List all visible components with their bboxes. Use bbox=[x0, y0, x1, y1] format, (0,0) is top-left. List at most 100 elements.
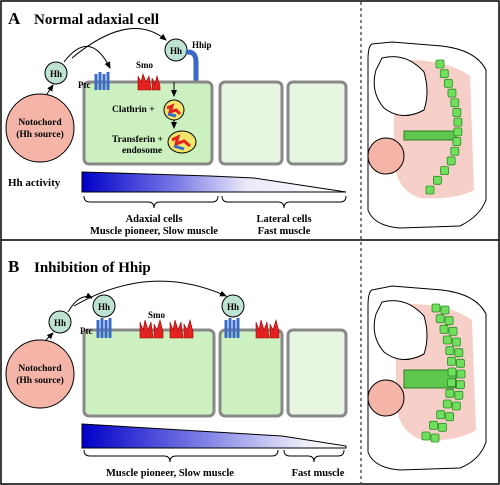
slow-muscle-bead bbox=[453, 127, 463, 137]
hh-ligand-b2-label: Hh bbox=[98, 302, 110, 312]
ptc-receptor-b2 bbox=[224, 318, 240, 338]
brace-adaxial-a bbox=[83, 195, 219, 209]
endosome-hhip bbox=[173, 144, 185, 151]
slow-muscle-beads-a bbox=[425, 59, 463, 195]
slow-muscle-bead bbox=[442, 399, 452, 409]
notochord-b bbox=[5, 339, 75, 409]
slow-muscle-bead bbox=[425, 185, 435, 195]
smo-b1 bbox=[139, 318, 164, 339]
slow-muscle-bead bbox=[435, 314, 445, 324]
notochord-section-a bbox=[367, 137, 405, 175]
slow-muscle-beads-b bbox=[421, 303, 466, 443]
slow-muscle-bead bbox=[430, 433, 440, 443]
slow-muscle-bead bbox=[435, 59, 445, 69]
panel-b-letter: B bbox=[8, 257, 19, 276]
hh-ligand-b1-label: Hh bbox=[54, 318, 66, 328]
notochord-a-line2: (Hh source) bbox=[16, 129, 64, 140]
notochord-b-line1: Notochord bbox=[18, 364, 62, 374]
slow-muscle-bead bbox=[432, 175, 442, 185]
slow-muscle-bead bbox=[439, 324, 449, 334]
panel-a-letter: A bbox=[8, 9, 21, 28]
slow-muscle-bead bbox=[450, 146, 460, 156]
hh-ligand-b1 bbox=[48, 310, 72, 334]
muscle-pioneer-band-a bbox=[403, 130, 457, 141]
brace-slow-b bbox=[83, 449, 279, 463]
ptc-label-b: Ptc bbox=[80, 326, 93, 336]
slow-muscle-bead bbox=[447, 356, 456, 366]
notochord-a-line1: Notochord bbox=[18, 118, 62, 128]
slow-muscle-bead bbox=[454, 390, 464, 400]
adaxial-label-2: Muscle pioneer, Slow muscle bbox=[90, 226, 218, 237]
smo-label-a: Smo bbox=[136, 60, 154, 70]
slow-muscle-bead bbox=[456, 369, 466, 379]
hh-arrow-to-ptc-a bbox=[63, 45, 111, 69]
notochord-a bbox=[5, 93, 75, 163]
lateral-label-2: Fast muscle bbox=[258, 226, 311, 237]
smo-label-b: Smo bbox=[148, 310, 166, 320]
lateral-cell-b2 bbox=[286, 328, 348, 418]
brace-fast-b bbox=[283, 449, 345, 463]
adaxial-cell-b bbox=[82, 328, 216, 418]
adaxial-label-1: Adaxial cells bbox=[126, 214, 183, 225]
slow-muscle-bead bbox=[445, 388, 455, 398]
muscle-pioneer-band-b bbox=[403, 369, 457, 389]
slow-muscle-bead bbox=[450, 98, 460, 108]
slow-muscle-bead bbox=[440, 166, 449, 176]
hh-activity-label-a: Hh activity bbox=[8, 177, 61, 189]
notochord-section-b bbox=[367, 379, 405, 417]
slow-muscle-bead bbox=[445, 346, 455, 356]
slow-muscle-bead bbox=[421, 431, 431, 441]
slow-muscle-label-b: Muscle pioneer, Slow muscle bbox=[106, 468, 234, 479]
transferrin-line2: endosome bbox=[122, 146, 162, 156]
slow-muscle-bead bbox=[447, 378, 456, 388]
smo-b2 bbox=[169, 318, 194, 339]
slow-muscle-bead bbox=[447, 88, 457, 98]
slow-muscle-bead bbox=[445, 412, 455, 422]
slow-muscle-bead bbox=[444, 316, 454, 326]
hh-ligand-a1 bbox=[44, 61, 68, 85]
notochord-b-line2: (Hh source) bbox=[16, 375, 64, 386]
smo-a bbox=[137, 72, 161, 91]
somite-cross-section-a bbox=[367, 41, 487, 229]
neural-tube-b bbox=[373, 300, 428, 360]
slow-muscle-bead bbox=[436, 410, 446, 420]
panel-a-title: Normal adaxial cell bbox=[34, 12, 159, 28]
slow-muscle-bead bbox=[438, 422, 447, 432]
endosome-cargo bbox=[171, 134, 191, 148]
clathrin-label: Clathrin + bbox=[112, 105, 155, 115]
lateral-label-1: Lateral cells bbox=[256, 214, 311, 225]
hh-ligand-b2 bbox=[92, 294, 116, 318]
hhip-label: Hhip bbox=[192, 40, 212, 50]
panel-a: A Normal adaxial cell Notochord (Hh sour… bbox=[5, 9, 487, 237]
slow-muscle-bead bbox=[454, 348, 464, 358]
slow-muscle-bead bbox=[442, 335, 452, 345]
ptc-receptor-a bbox=[94, 72, 110, 90]
hhip-receptor bbox=[185, 49, 199, 87]
smo-b3 bbox=[255, 318, 280, 339]
hh-arrow-to-distal-b bbox=[73, 280, 227, 307]
slow-muscle-bead bbox=[456, 380, 465, 390]
hh-ligand-b3 bbox=[221, 294, 245, 318]
slow-muscle-bead bbox=[448, 326, 458, 336]
slow-muscle-bead bbox=[453, 117, 463, 127]
slow-muscle-bead bbox=[451, 337, 461, 347]
lateral-cell-a1 bbox=[218, 80, 284, 166]
clathrin-vesicle-cargo bbox=[166, 103, 182, 116]
ptc-label-a: Ptc bbox=[78, 80, 91, 90]
hh-ligand-a2-label: Hh bbox=[170, 46, 182, 56]
slow-muscle-bead bbox=[439, 69, 449, 79]
slow-muscle-bead bbox=[452, 108, 462, 117]
slow-muscle-bead bbox=[447, 367, 457, 377]
lateral-cell-a2 bbox=[286, 80, 348, 166]
slow-muscle-bead bbox=[456, 358, 465, 368]
hh-arrow-to-hhip-a bbox=[71, 27, 167, 59]
panel-b: B Inhibition of Hhip Notochord (Hh sourc… bbox=[5, 257, 487, 479]
brace-lateral-a bbox=[221, 195, 347, 209]
clathrin-vesicle-hhip bbox=[167, 112, 177, 118]
hh-release-arrow-a bbox=[46, 84, 54, 95]
hh-activity-gradient-a bbox=[81, 171, 347, 193]
slow-muscle-bead bbox=[452, 137, 462, 146]
slow-muscle-bead bbox=[440, 305, 450, 315]
transferrin-line1: Transferin + bbox=[112, 135, 163, 145]
